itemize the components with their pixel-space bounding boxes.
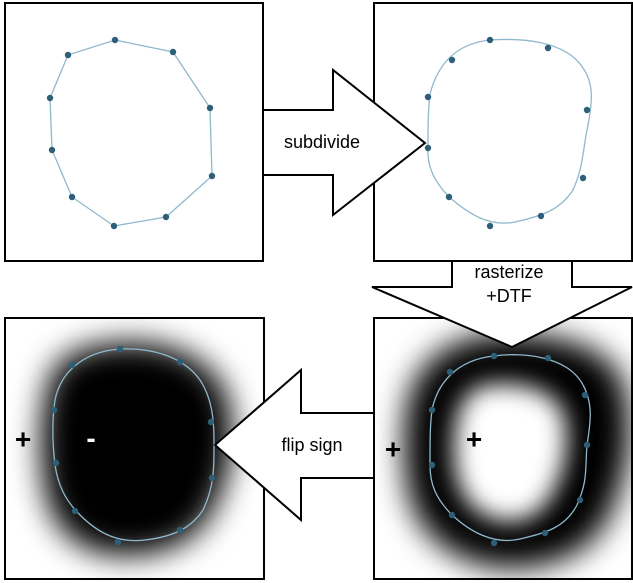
inside-sign-label: - — [86, 422, 95, 453]
signed-field-fill — [40, 342, 233, 556]
curve-points — [424, 36, 591, 230]
control-point — [169, 48, 177, 56]
control-point — [48, 146, 56, 154]
panel-control-polygon — [4, 2, 264, 262]
control-point — [424, 93, 432, 101]
control-point — [68, 193, 76, 201]
outside-sign-label: + — [15, 423, 31, 454]
subdivide-label: subdivide — [284, 132, 360, 152]
flip-sign-arrow: flip sign — [213, 367, 375, 523]
dtf-label: +DTF — [486, 286, 532, 306]
rasterize-arrow: rasterize +DTF — [371, 260, 633, 349]
control-point — [490, 352, 498, 360]
subdivide-arrow: subdivide — [262, 67, 427, 218]
distance-field-inner-white — [453, 383, 567, 522]
control-point — [50, 406, 58, 414]
control-point — [114, 538, 122, 546]
curve-points — [428, 352, 591, 547]
control-point — [424, 144, 432, 152]
panel-distance-field: + + — [373, 317, 633, 580]
control-point — [52, 459, 60, 467]
control-point — [544, 354, 552, 362]
curve-points — [50, 345, 216, 546]
outside-sign-label: + — [385, 433, 401, 464]
control-point — [445, 193, 453, 201]
control-point — [583, 106, 591, 114]
control-point — [176, 526, 184, 534]
control-points — [46, 36, 216, 230]
control-point — [490, 539, 498, 547]
control-point — [428, 461, 436, 469]
control-point — [428, 406, 436, 414]
control-point — [486, 36, 494, 44]
control-point — [581, 391, 589, 399]
control-point — [176, 358, 184, 366]
control-point — [537, 212, 545, 220]
inside-sign-label: + — [466, 423, 482, 454]
subdivided-curve — [427, 38, 592, 224]
control-point — [541, 529, 549, 537]
control-point — [486, 222, 494, 230]
control-point — [544, 44, 552, 52]
control-point — [162, 213, 170, 221]
control-point — [448, 56, 456, 64]
control-point — [208, 474, 216, 482]
control-point — [208, 172, 216, 180]
control-point — [64, 51, 72, 59]
control-point — [111, 36, 119, 44]
control-point — [110, 222, 118, 230]
control-point — [448, 511, 456, 519]
control-point — [579, 174, 587, 182]
control-point — [71, 507, 79, 515]
control-point — [68, 361, 76, 369]
control-point — [46, 94, 54, 102]
subdivided-curve-overlay — [429, 354, 591, 541]
control-point — [446, 368, 454, 376]
control-point — [576, 496, 584, 504]
control-point — [206, 104, 214, 112]
control-point — [207, 418, 215, 426]
rasterize-label: rasterize — [474, 262, 543, 282]
control-point — [116, 345, 124, 353]
flip-sign-label: flip sign — [281, 435, 342, 455]
control-point — [583, 441, 591, 449]
